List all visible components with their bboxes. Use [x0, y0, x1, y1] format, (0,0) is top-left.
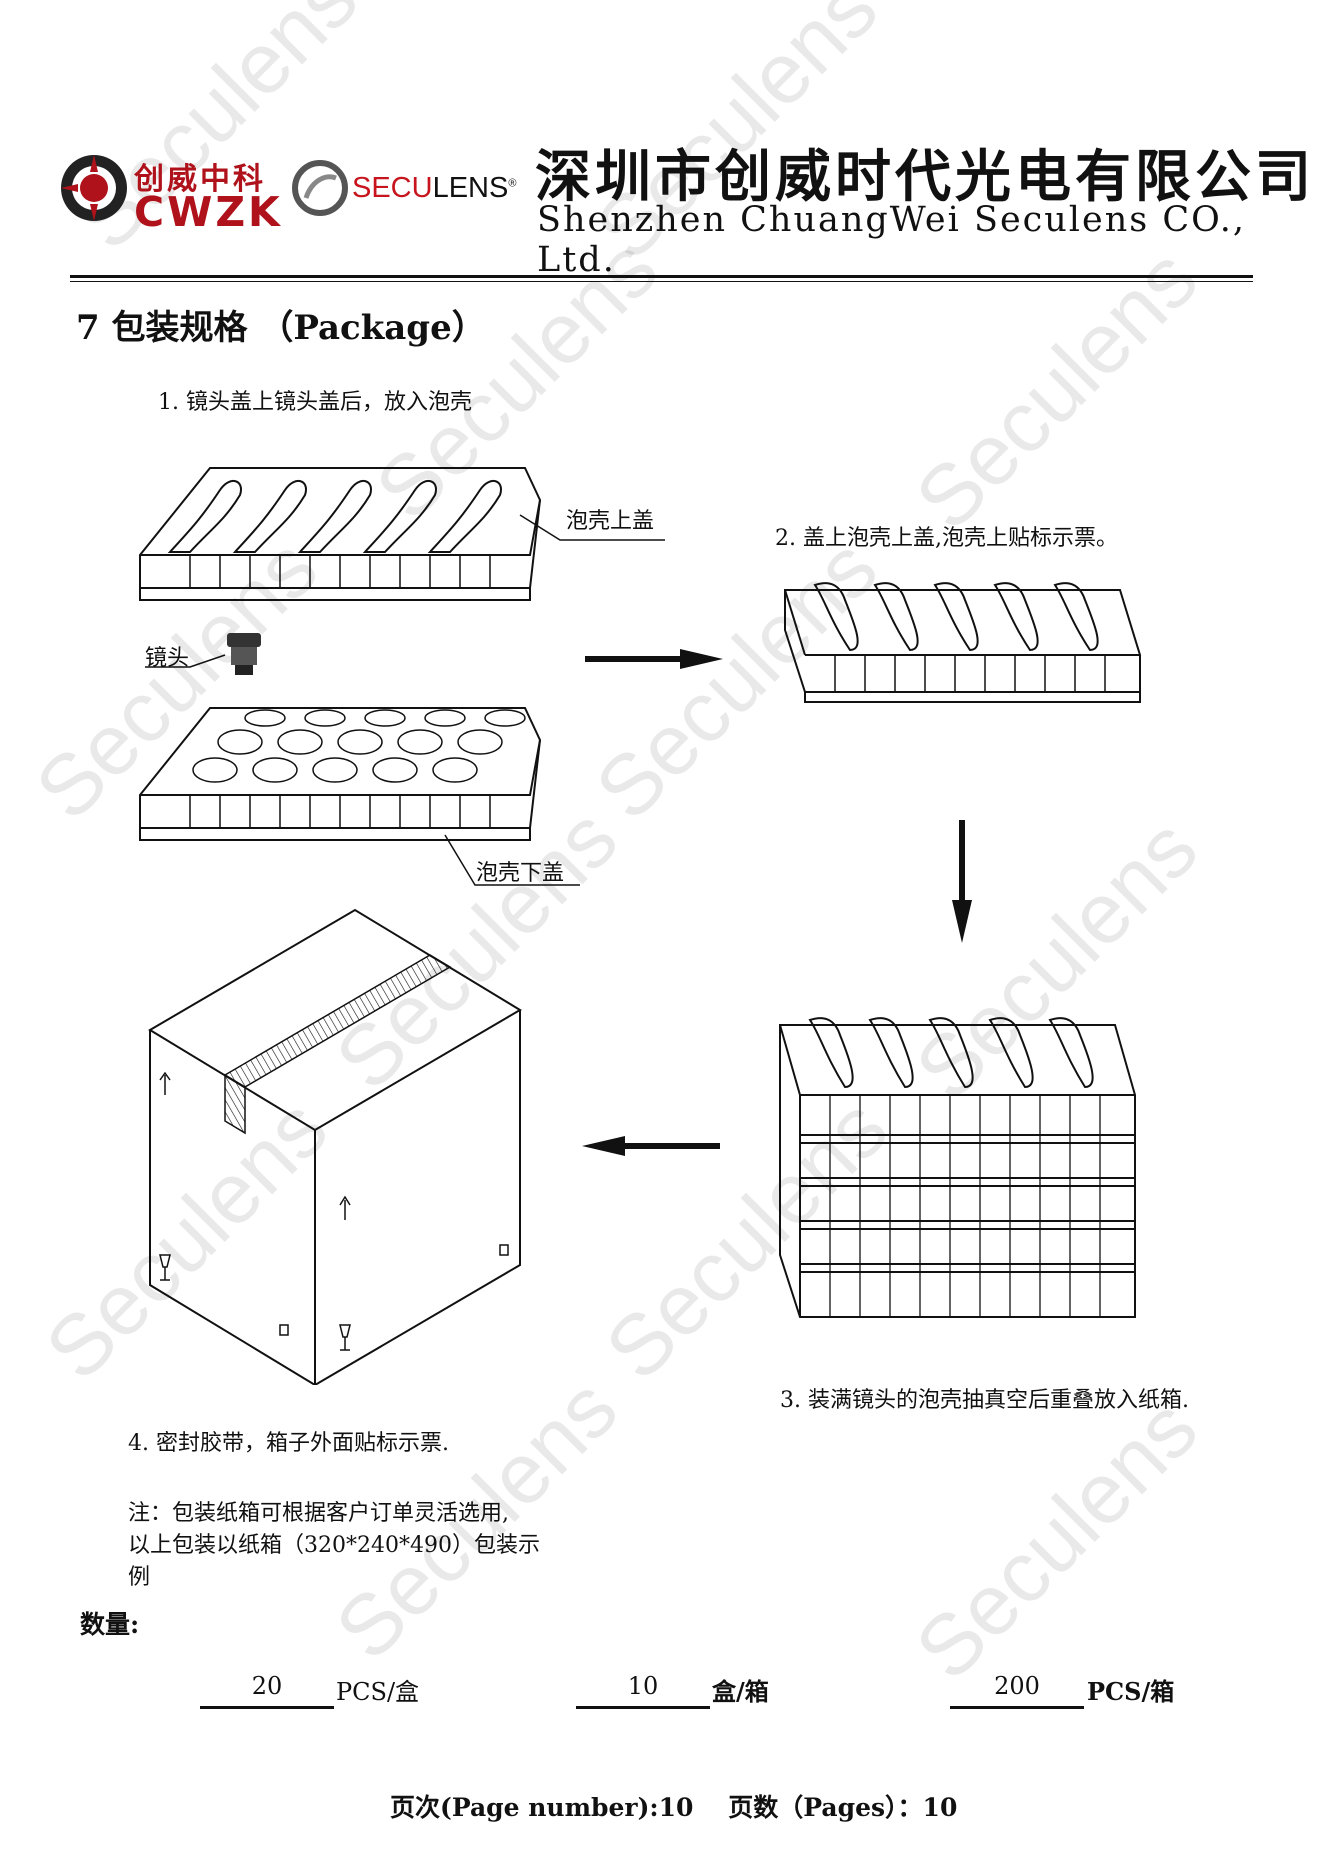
lower-tray-leader	[444, 834, 580, 886]
lower-tray-drawing	[139, 707, 542, 841]
page-footer: 页次(Page number):10 页数（Pages）：10	[390, 1793, 958, 1822]
cwzk-logo-icon	[61, 155, 127, 221]
carton-box-drawing	[148, 908, 522, 1385]
quantity-label: 数量:	[80, 1610, 140, 1639]
section-title: 7 包装规格 （Package）	[76, 308, 486, 348]
note-line-3: 例	[128, 1565, 151, 1590]
note-line-2: 以上包装以纸箱（320*240*490）包装示	[128, 1533, 540, 1558]
step1-caption: 1. 镜头盖上镜头盖后，放入泡壳	[158, 390, 472, 415]
step2-caption: 2. 盖上泡壳上盖,泡壳上贴标示票。	[775, 526, 1118, 551]
qty-pcs-per-carton-unit: PCS/箱	[1087, 1677, 1175, 1706]
brand-prefix: SECU	[352, 172, 433, 204]
cwzk-logo: 创威中科 CWZK	[58, 150, 280, 236]
upper-tray-drawing	[139, 467, 542, 601]
seculens-text: SECULENS®	[352, 172, 517, 204]
qty-pcs-per-box-value: 20	[200, 1672, 334, 1709]
qty-pcs-per-box-unit: PCS/盒	[336, 1678, 420, 1706]
company-name-cn: 深圳市创威时代光电有限公司	[535, 145, 1315, 210]
covered-tray-drawing	[784, 582, 1141, 703]
brand-suffix: LENS	[432, 172, 509, 204]
arrow-right-icon	[585, 649, 723, 669]
seculens-logo-icon	[292, 160, 348, 216]
step4-caption: 4. 密封胶带，箱子外面贴标示票.	[128, 1431, 449, 1456]
watermark: Seculens	[897, 1380, 1216, 1699]
logo-en-text: CWZK	[134, 188, 283, 236]
lower-tray-label: 泡壳下盖	[476, 861, 565, 886]
note-line-1: 注：包装纸箱可根据客户订单灵活选用,	[128, 1501, 509, 1526]
arrow-left-icon	[582, 1136, 720, 1156]
header-divider-thin	[70, 281, 1253, 282]
lens-drawing	[145, 633, 261, 675]
upper-tray-leader	[519, 514, 665, 541]
company-name-en: Shenzhen ChuangWei Seculens CO., Ltd.	[537, 200, 1247, 280]
step3-caption: 3. 装满镜头的泡壳抽真空后重叠放入纸箱.	[780, 1388, 1189, 1413]
logo-cn-text: 创威中科	[134, 162, 266, 197]
qty-box-per-carton-value: 10	[576, 1672, 710, 1709]
upper-tray-label: 泡壳上盖	[566, 509, 655, 534]
stacked-trays-drawing	[779, 1017, 1136, 1318]
seculens-logo: SECULENS®	[292, 160, 522, 220]
qty-pcs-per-carton-value: 200	[950, 1672, 1084, 1709]
qty-box-per-carton-unit: 盒/箱	[712, 1677, 769, 1706]
arrow-down-icon	[952, 820, 972, 943]
header-divider	[70, 275, 1253, 278]
